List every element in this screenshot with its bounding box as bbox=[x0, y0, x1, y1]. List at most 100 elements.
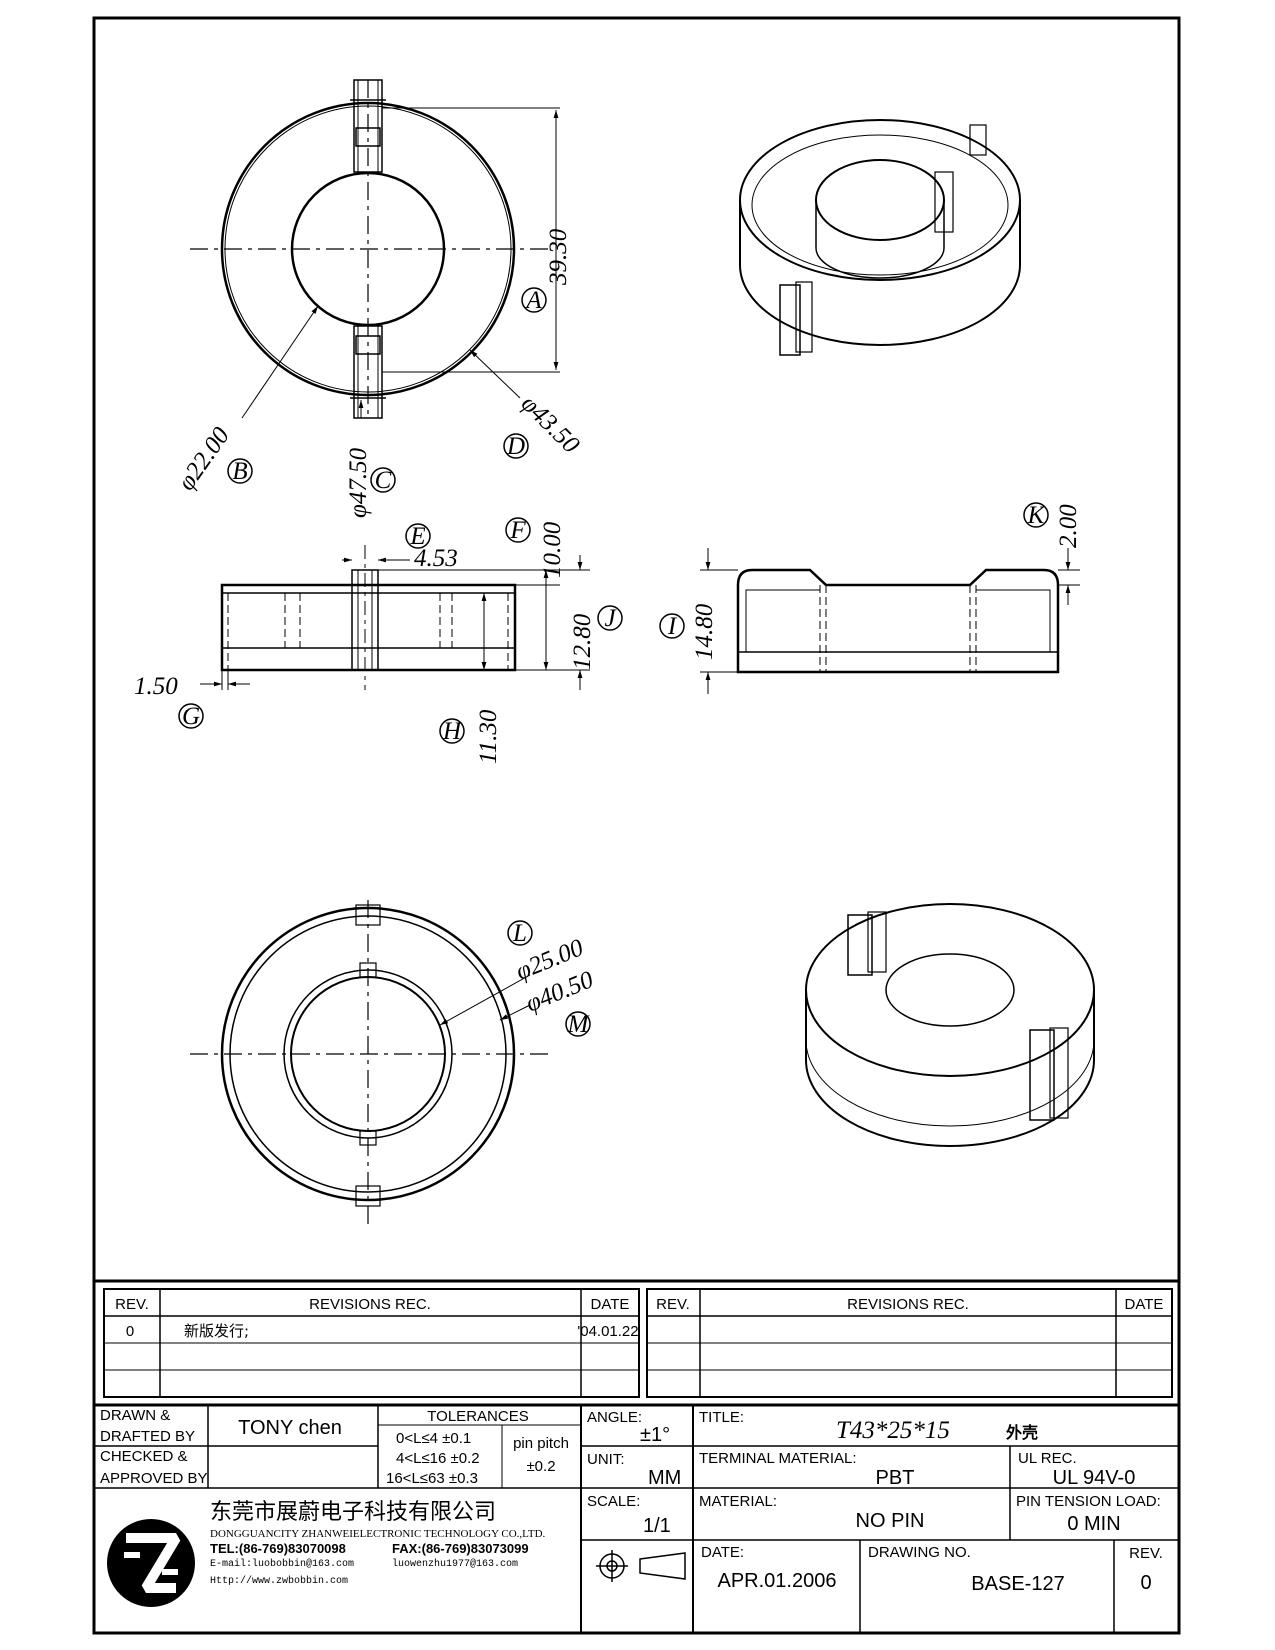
rev-row-0-rev: 0 bbox=[126, 1323, 134, 1340]
terminal-material-label: TERMINAL MATERIAL: bbox=[699, 1450, 857, 1467]
iso-view-bottom bbox=[805, 903, 1095, 1147]
projection-symbol-icon bbox=[596, 1550, 686, 1582]
dim-22-00: φ22.00 bbox=[173, 422, 236, 495]
svg-text:I: I bbox=[667, 613, 678, 640]
callout-e: E bbox=[405, 523, 431, 550]
callout-j: J bbox=[597, 605, 623, 632]
title-block-grid bbox=[94, 1403, 1179, 1633]
material-value: NO PIN bbox=[856, 1510, 925, 1532]
drawn-by-value: TONY chen bbox=[238, 1417, 342, 1439]
company-tel: TEL:(86-769)83070098 bbox=[210, 1541, 346, 1556]
dim-43-50: φ43.50 bbox=[516, 390, 585, 459]
date-label: DATE: bbox=[701, 1544, 744, 1561]
rec-header-left: REVISIONS REC. bbox=[309, 1296, 431, 1313]
pin-tension-value: 0 MIN bbox=[1067, 1513, 1120, 1535]
top-view bbox=[190, 79, 560, 420]
sheet-border bbox=[92, 16, 1181, 1635]
drawing-no-label: DRAWING NO. bbox=[868, 1544, 971, 1561]
dim-1-50: 1.50 bbox=[134, 673, 178, 700]
dim-4-53: 4.53 bbox=[414, 545, 458, 572]
callout-k: K bbox=[1023, 502, 1049, 529]
tolerances-label: TOLERANCES bbox=[427, 1408, 528, 1425]
drawn-label-2: DRAFTED BY bbox=[100, 1428, 195, 1445]
dim-12-80: 12.80 bbox=[569, 613, 596, 670]
dim-2-00: 2.00 bbox=[1055, 504, 1082, 548]
scale-value: 1/1 bbox=[643, 1515, 671, 1537]
svg-text:L: L bbox=[512, 920, 527, 947]
callout-c: C bbox=[370, 467, 396, 494]
rev-header-right: REV. bbox=[656, 1296, 690, 1313]
date-header-left: DATE bbox=[591, 1296, 630, 1313]
date-header-right: DATE bbox=[1125, 1296, 1164, 1313]
title-label: TITLE: bbox=[699, 1409, 744, 1426]
tolerance-row-3: 16<L≤63 ±0.3 bbox=[386, 1470, 478, 1487]
callouts: A B C D E F G H I J K L M bbox=[178, 287, 1049, 1038]
rev-label: REV. bbox=[1129, 1545, 1163, 1562]
pin-tension-label: PIN TENSION LOAD: bbox=[1016, 1493, 1161, 1510]
svg-text:E: E bbox=[409, 523, 425, 550]
company-name-cn: 东莞市展蔚电子科技有限公司 bbox=[210, 1500, 496, 1525]
company-fax: FAX:(86-769)83073099 bbox=[392, 1541, 529, 1556]
callout-i: I bbox=[659, 613, 685, 640]
company-name-en: DONGGUANCITY ZHANWEIELECTRONIC TECHNOLOG… bbox=[210, 1528, 546, 1540]
callout-d: D bbox=[503, 433, 529, 460]
title-cn: 外壳 bbox=[1005, 1423, 1038, 1442]
svg-text:K: K bbox=[1027, 502, 1046, 529]
svg-text:F: F bbox=[509, 517, 526, 544]
front-view bbox=[200, 545, 590, 690]
svg-text:G: G bbox=[182, 703, 200, 730]
ul-rec-value: UL 94V-0 bbox=[1053, 1467, 1136, 1489]
revisions-table bbox=[94, 1279, 1179, 1398]
pin-pitch-value: ±0.2 bbox=[526, 1458, 555, 1475]
dim-10-00: 10.00 bbox=[539, 521, 566, 578]
date-value: APR.01.2006 bbox=[718, 1570, 837, 1592]
title-value: T43*25*15 bbox=[836, 1417, 950, 1444]
pin-pitch-label: pin pitch bbox=[513, 1435, 569, 1452]
svg-text:J: J bbox=[604, 605, 617, 632]
rev-row-0-rec: 新版发行; bbox=[184, 1322, 249, 1340]
svg-text:H: H bbox=[442, 718, 463, 745]
drawing-no-value: BASE-127 bbox=[971, 1573, 1064, 1595]
dim-11-30: 11.30 bbox=[475, 709, 502, 764]
callout-l: L bbox=[507, 920, 533, 947]
material-label: MATERIAL: bbox=[699, 1493, 777, 1510]
company-email-2: luowenzhu1977@163.com bbox=[392, 1558, 518, 1570]
rev-row-0-date: '04.01.22 bbox=[577, 1323, 638, 1340]
bottom-view bbox=[190, 900, 548, 1230]
callout-a: A bbox=[521, 287, 547, 314]
dim-14-80: 14.80 bbox=[691, 603, 718, 660]
company-web: Http://www.zwbobbin.com bbox=[210, 1575, 348, 1587]
callout-b: B bbox=[227, 458, 253, 485]
checked-label-2: APPROVED BY bbox=[100, 1470, 208, 1487]
angle-value: ±1° bbox=[640, 1424, 670, 1446]
drawn-label-1: DRAWN & bbox=[100, 1407, 170, 1424]
terminal-material-value: PBT bbox=[876, 1467, 915, 1489]
company-logo-icon bbox=[107, 1519, 195, 1607]
angle-label: ANGLE: bbox=[587, 1409, 642, 1426]
rec-header-right: REVISIONS REC. bbox=[847, 1296, 969, 1313]
callout-h: H bbox=[439, 718, 465, 745]
checked-label-1: CHECKED & bbox=[100, 1448, 188, 1465]
callout-g: G bbox=[178, 703, 204, 730]
ul-rec-label: UL REC. bbox=[1018, 1450, 1077, 1467]
callout-f: F bbox=[505, 517, 531, 544]
side-view bbox=[700, 548, 1080, 694]
svg-text:M: M bbox=[567, 1011, 590, 1038]
svg-text:A: A bbox=[524, 287, 542, 314]
rev-header-left: REV. bbox=[115, 1296, 149, 1313]
unit-label: UNIT: bbox=[587, 1451, 625, 1468]
tolerance-row-1: 0<L≤4 ±0.1 bbox=[396, 1430, 471, 1447]
dim-47-50: φ47.50 bbox=[345, 447, 372, 518]
svg-text:B: B bbox=[232, 458, 247, 485]
company-email-1: E-mail:luobobbin@163.com bbox=[210, 1558, 354, 1570]
svg-text:C: C bbox=[375, 467, 392, 494]
scale-label: SCALE: bbox=[587, 1493, 640, 1510]
iso-view-top bbox=[739, 119, 1021, 356]
unit-value: MM bbox=[648, 1467, 681, 1489]
tolerance-row-2: 4<L≤16 ±0.2 bbox=[396, 1450, 480, 1467]
rev-value: 0 bbox=[1140, 1572, 1151, 1594]
dim-39-30: 39.30 bbox=[545, 228, 572, 286]
svg-text:D: D bbox=[506, 433, 525, 460]
callout-m: M bbox=[565, 1011, 591, 1038]
